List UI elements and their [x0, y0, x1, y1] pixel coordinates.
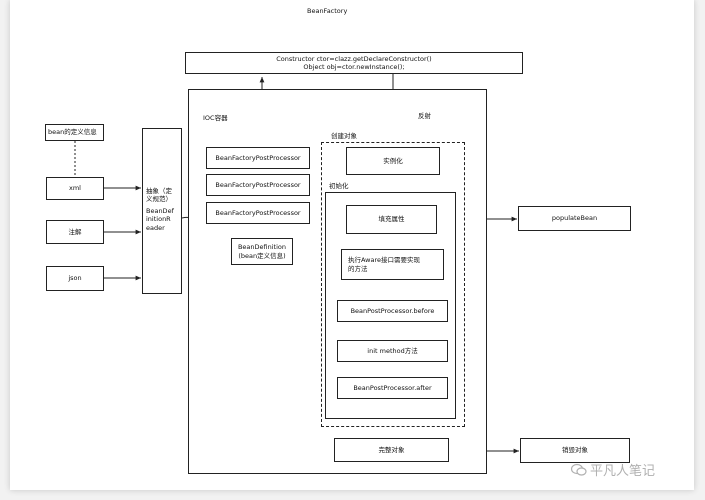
create-object-label: 创建对象: [331, 132, 357, 140]
init-group: [325, 192, 456, 419]
bean-definition-box: BeanDefinition (bean定义信息): [231, 238, 293, 265]
reader-line-3: BeanDef: [146, 207, 174, 216]
reader-box: 抽象（定 义规范） BeanDef initionR eader: [142, 128, 182, 294]
destroy-box: 销毁对象: [520, 438, 630, 463]
reader-line-1: 抽象（定: [146, 187, 172, 195]
populate-bean-box: populateBean: [518, 206, 631, 231]
reader-line-4: initionR: [146, 215, 171, 224]
complete-step: 完整对象: [334, 438, 449, 462]
populate-step: 填充属性: [346, 205, 437, 234]
instantiate-step: 实例化: [346, 147, 440, 175]
post-processor-2: BeanFactoryPostProcessor: [206, 174, 310, 196]
aware-step-line-1: 执行Aware接口需要实现: [348, 256, 421, 265]
reader-line-2: 义规范）: [146, 195, 172, 204]
diagram-title: BeanFactory: [307, 7, 348, 15]
watermark-text: 平凡人笔记: [590, 464, 656, 479]
constructor-line-1: Constructor ctor=clazz.getDeclareConstru…: [276, 54, 432, 63]
source-json: json: [46, 266, 104, 291]
bean-definition-line-1: BeanDefinition: [237, 243, 287, 252]
reflect-label: 反射: [418, 112, 431, 120]
source-xml: xml: [46, 177, 104, 200]
init-method-step: init method方法: [337, 340, 448, 362]
ioc-label: IOC容器: [203, 114, 228, 122]
post-processor-1: BeanFactoryPostProcessor: [206, 147, 310, 169]
constructor-box: Constructor ctor=clazz.getDeclareConstru…: [185, 52, 523, 74]
source-annotation: 注解: [46, 220, 104, 244]
aware-step-line-2: 的方法: [348, 264, 368, 273]
init-label: 初始化: [329, 182, 349, 190]
post-processor-3: BeanFactoryPostProcessor: [206, 202, 310, 224]
before-step: BeanPostProcessor.before: [337, 300, 448, 322]
after-step: BeanPostProcessor.after: [337, 377, 448, 399]
reader-line-5: eader: [146, 223, 165, 232]
bean-info-box: bean的定义信息: [45, 124, 104, 141]
bean-definition-line-2: (bean定义信息): [238, 251, 286, 260]
watermark: 平凡人笔记: [571, 460, 655, 479]
wechat-icon: [571, 463, 587, 476]
aware-step: 执行Aware接口需要实现 的方法: [341, 249, 444, 280]
constructor-line-2: Object obj=ctor.newInstance();: [303, 63, 405, 71]
create-object-group: [321, 142, 465, 427]
